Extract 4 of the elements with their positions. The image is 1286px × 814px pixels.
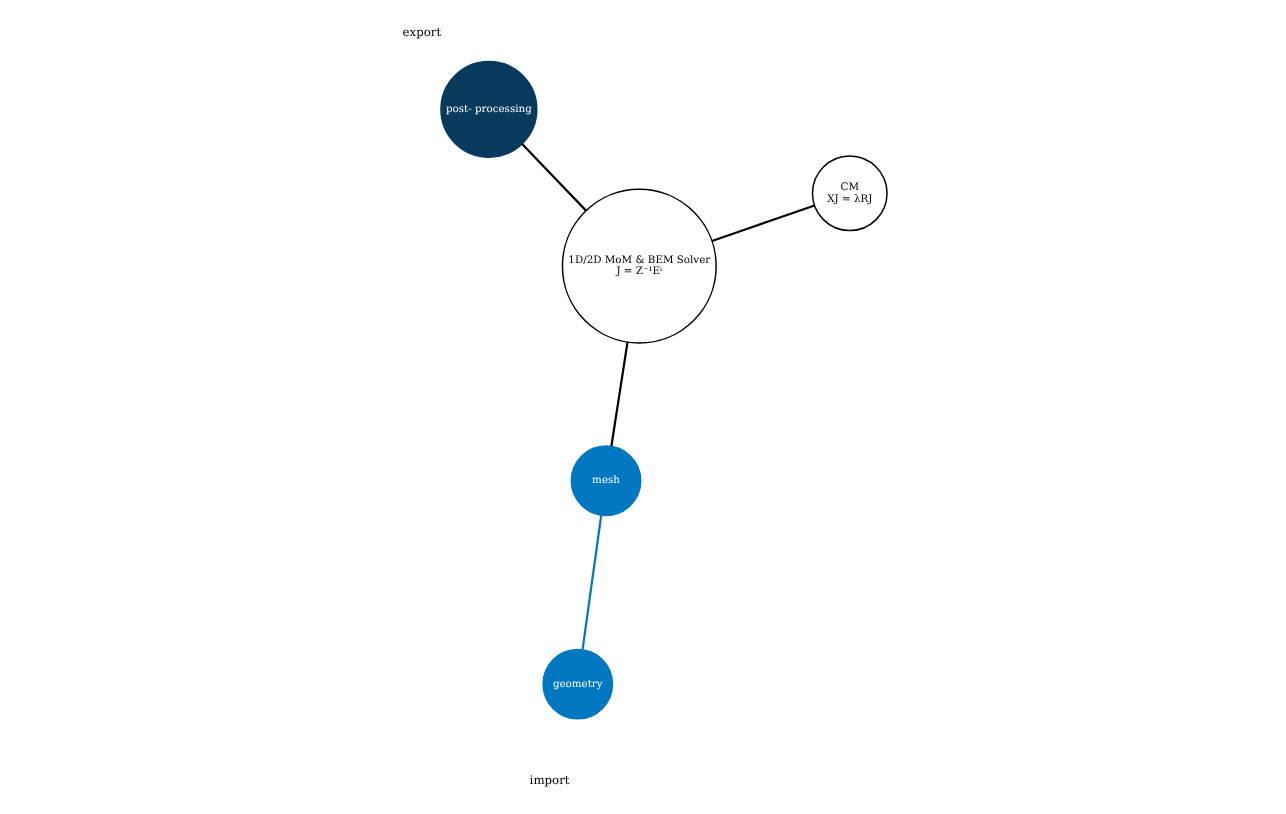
connector bbox=[610, 341, 629, 447]
connector bbox=[711, 204, 815, 243]
connector bbox=[581, 515, 603, 650]
connector bbox=[521, 143, 587, 212]
